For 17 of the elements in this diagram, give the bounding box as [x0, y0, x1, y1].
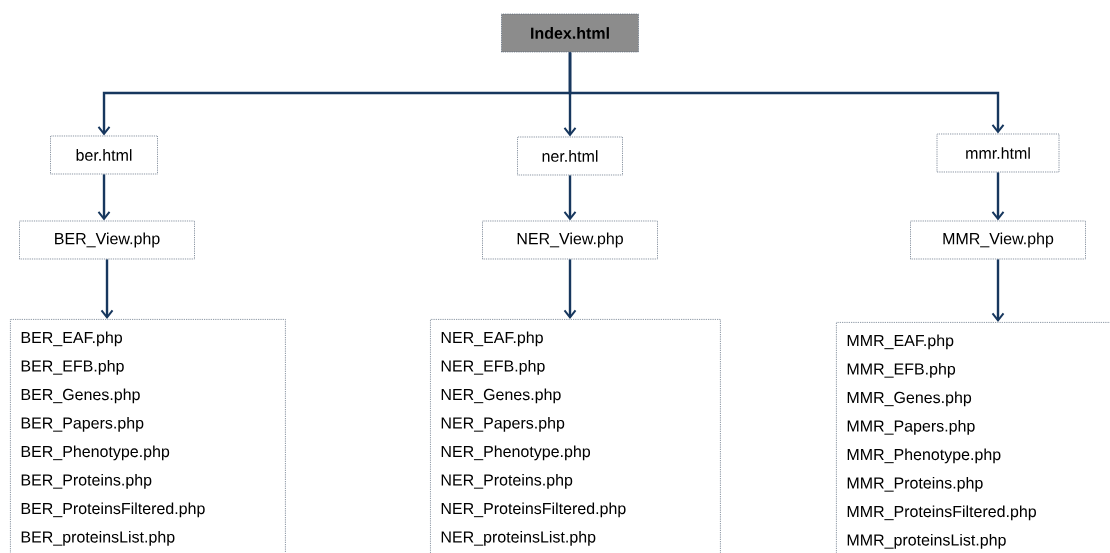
arrow [97, 174, 111, 221]
arrow [563, 259, 577, 319]
file-list-box: BER_EAF.php BER_EFB.php BER_Genes.php BER_Papers.php BER_Phenotype.php BER_Proteins.php BER_ProteinsFiltered.php BER_proteinsList.php [10, 319, 286, 553]
file-box: MMR_View.php [910, 220, 1086, 260]
file-list-box: MMR_EAF.php MMR_EFB.php MMR_Genes.php MMR_Papers.php MMR_Phenotype.php MMR_Proteins.php MMR_ProteinsFiltered.php MMR_proteinsList.php [836, 322, 1110, 553]
file-box: ber.html [50, 135, 158, 175]
file-box: mmr.html [936, 133, 1060, 173]
file-box: NER_View.php [482, 220, 658, 260]
arrow [568, 52, 1005, 134]
arrow [991, 172, 1005, 221]
page-box: Index.html [501, 13, 639, 53]
file-box: ner.html [517, 136, 623, 176]
arrow [100, 259, 114, 319]
arrow [563, 175, 577, 221]
arrow [991, 259, 1005, 322]
file-list-box: NER_EAF.php NER_EFB.php NER_Genes.php NER_Papers.php NER_Phenotype.php NER_Proteins.php NER_ProteinsFiltered.php NER_proteinsList.php [430, 319, 721, 553]
file-box: BER_View.php [19, 220, 195, 260]
